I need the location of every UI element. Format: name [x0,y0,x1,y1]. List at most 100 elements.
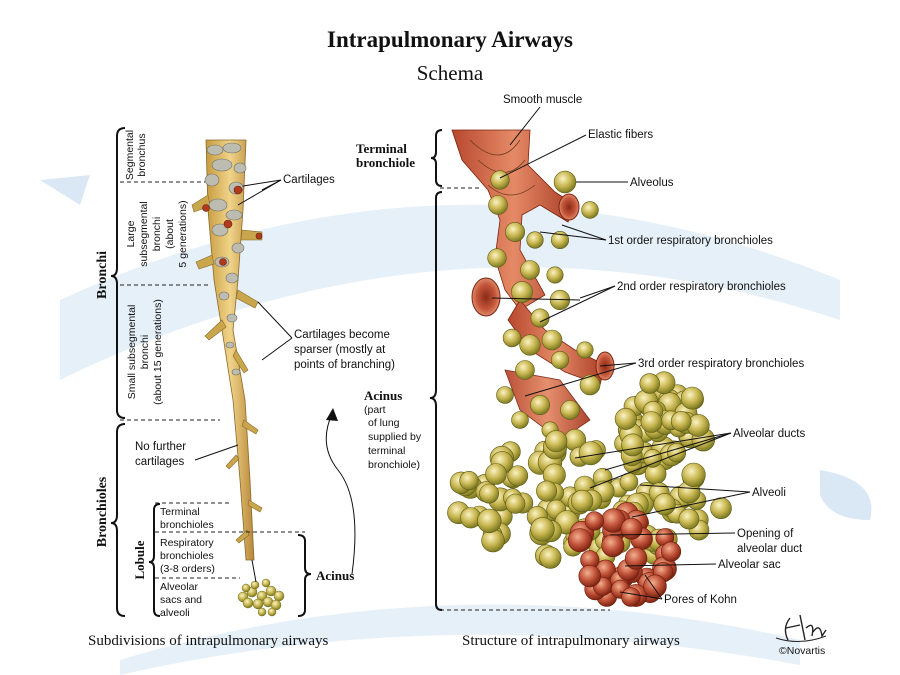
svg-text:(part: (part [364,404,386,416]
alveolus-bubble [541,329,563,351]
label-opening-of-alveolar-duct: Opening of alveolar duct [737,528,803,555]
svg-text:bronchus: bronchus [136,133,148,176]
alveolus-bubble [485,463,507,485]
alveolus-bubble [576,341,594,359]
svg-text:bronchiole: bronchiole [356,155,415,170]
svg-text:of lung: of lung [368,417,400,429]
label-no-further-cartilages: No further cartilages [135,441,186,468]
alveolus-bubble [570,489,594,513]
svg-text:Opening of: Opening of [737,528,794,540]
label-alveoli: Alveoli [752,487,786,499]
svg-text:No further: No further [135,441,186,453]
alveolus-bubble [666,443,687,463]
label-smooth-muscle: Smooth muscle [503,94,582,106]
acinus-arrow [325,408,356,575]
svg-text:Respiratory: Respiratory [160,537,214,549]
label-alveolus: Alveolus [630,177,674,189]
alveolus-bubble [488,195,508,215]
alveolus-bubble [670,410,692,432]
left-leader-lines [194,179,293,461]
alveolus-bubble [578,441,603,466]
alveolus-bubble [507,465,529,487]
alveolus-bubble [459,471,479,491]
alveolus-bubble [545,430,568,453]
alveolus-bubble [553,170,577,194]
alveolus-bubble [621,433,645,457]
alveolus-bubble [479,483,500,504]
label-alveolar-ducts: Alveolar ducts [733,428,805,440]
label-acinus-definition: (part of lung supplied by terminal bronc… [364,404,422,471]
right-brace-terminal [430,129,443,187]
label-bronchioles: Bronchioles [95,476,110,547]
label-lobule: Lobule [132,540,147,579]
alveolus-bubble [519,334,541,356]
label-respiratory-bronchioles: Respiratory bronchioles (3-8 orders) [160,537,215,575]
svg-text:Terminal: Terminal [356,141,407,156]
svg-text:bronchioles: bronchioles [160,519,214,531]
label-second-order: 2nd order respiratory bronchioles [617,281,786,293]
label-terminal-bronchiole: Terminal bronchiole [356,141,415,170]
svg-text:(3-8 orders): (3-8 orders) [160,563,215,575]
label-small-subsegmental-bronchi: Small subsegmental bronchi (about 15 gen… [126,299,164,405]
caption-right: Structure of intrapulmonary airways [462,633,680,649]
alveolus-bubble [490,170,510,190]
alveolus-bubble [536,480,558,502]
alveolus-bubble [481,528,505,553]
page-title: Intrapulmonary Airways [327,27,573,52]
alveolus-bubble [680,386,704,410]
alveolus-bubble [529,394,550,415]
alveolus-bubble [526,231,544,249]
svg-text:bronchi: bronchi [139,335,151,369]
svg-text:Alveolar: Alveolar [160,581,198,593]
label-bronchi: Bronchi [95,251,110,299]
alveolus-bubble [579,374,601,396]
alveolus-bubble [511,411,529,429]
label-terminal-bronchioles: Terminal bronchioles [160,506,214,531]
alveolus-bubble [487,248,507,268]
alveolus-bubble [678,508,700,530]
label-large-subsegmental-bronchi: Large subsegmental bronchi (about 5 gene… [125,200,189,267]
svg-text:Large: Large [125,220,137,247]
svg-text:5 generations): 5 generations) [177,200,189,267]
alveolus-bubble [550,350,569,369]
alveolus-bubble [511,281,533,303]
label-elastic-fibers: Elastic fibers [588,129,653,141]
label-pores-of-kohn: Pores of Kohn [664,594,737,606]
svg-text:subsegmental: subsegmental [138,201,150,266]
alveolus-bubble [530,517,555,542]
label-alveolar-sac: Alveolar sac [718,559,781,571]
svg-text:supplied by: supplied by [368,431,422,443]
label-cartilages: Cartilages [283,174,335,186]
alveolar-sac-bubble [620,517,643,540]
bronchial-tree-illustration [191,139,285,617]
left-section-dividers [120,181,305,579]
alveolus-bubble [539,546,562,569]
alveolus-bubble [505,493,526,514]
alveolus-bubble [614,407,637,430]
netter-signature-logo [775,614,827,642]
svg-text:alveoli: alveoli [160,607,190,619]
svg-text:sacs and: sacs and [160,594,202,606]
label-cartilages-sparser: Cartilages become sparser (mostly at poi… [294,329,395,371]
alveolus-bubble [581,201,599,219]
svg-text:bronchioles: bronchioles [160,550,214,562]
svg-text:cartilages: cartilages [135,456,184,468]
alveolus-bubble [710,497,732,520]
svg-text:bronchi: bronchi [151,217,163,251]
left-braces [110,127,312,617]
alveolar-sac-bubble [578,564,601,588]
alveolar-sac-bubble [660,541,682,562]
svg-text:(about 15 generations): (about 15 generations) [152,299,164,405]
alveolus-bubble [643,449,662,468]
copyright-novartis: ©Novartis [779,645,825,657]
alveolar-sac-bubble [584,511,605,531]
alveolus-bubble [515,360,535,380]
alveolus-bubble [653,493,676,516]
alveolar-sac-bubble [624,547,648,570]
alveolar-sac-cluster [567,502,682,607]
label-alveolar-sacs-and-alveoli: Alveolar sacs and alveoli [160,581,202,619]
alveolus-bubble [546,266,564,284]
alveolar-sac-bubble [601,534,625,558]
label-acinus-title: Acinus [364,388,402,403]
